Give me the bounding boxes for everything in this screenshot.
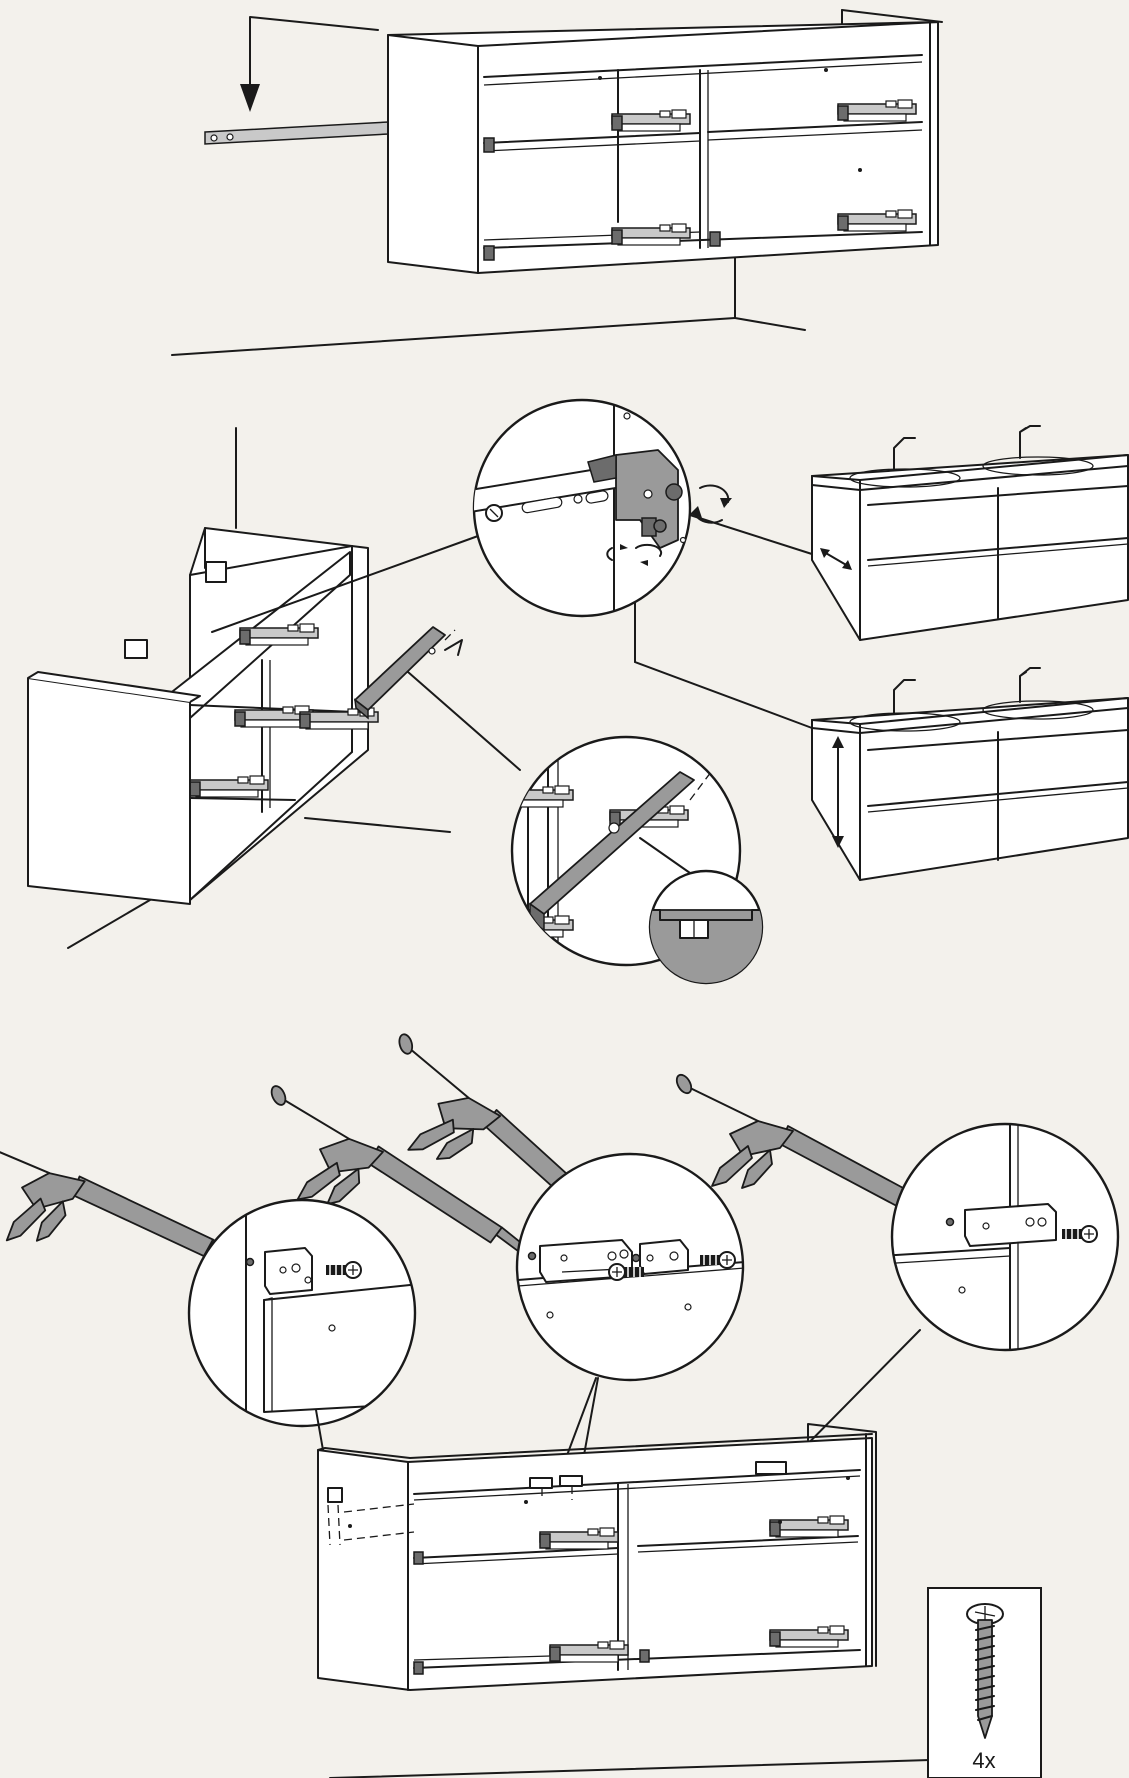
arrow-down-icon [249, 16, 379, 89]
vanity-vertical-adjust [811, 667, 1129, 881]
step-1-cabinet-with-rail [171, 9, 943, 356]
screw-quantity-label: 4x [972, 1748, 995, 1773]
screw-quantity-box: 4x [927, 1587, 1042, 1778]
detail-circle-left [187, 1198, 417, 1428]
step-3-sealant-and-screws [0, 1029, 1120, 1778]
step-2-cabinet-with-level [27, 398, 1129, 985]
adjust-arrow-icon [823, 551, 849, 567]
drawer-rail [204, 121, 389, 145]
vanity-sideways-adjust [811, 425, 1129, 641]
screw-icon [966, 1603, 1004, 1739]
